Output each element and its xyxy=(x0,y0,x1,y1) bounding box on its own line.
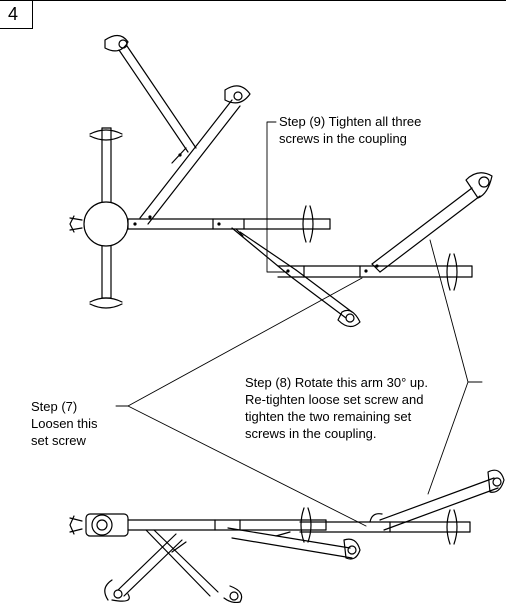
top-border xyxy=(0,0,506,1)
upper-arm xyxy=(104,34,251,225)
step8-callout: Step (8) Rotate this arm 30° up. Re-tigh… xyxy=(245,375,428,441)
main-arm xyxy=(127,205,331,243)
bottom-hub xyxy=(69,513,129,537)
right-arm xyxy=(277,253,473,291)
step-number: 4 xyxy=(8,4,19,24)
rotated-arm xyxy=(371,172,493,273)
step7-callout: Step (7) Loosen this set screw xyxy=(31,399,98,448)
bottom-rotated-arm xyxy=(369,469,505,531)
top-assembly xyxy=(69,34,493,328)
bottom-main-arm xyxy=(127,507,327,543)
hub-circle xyxy=(83,201,129,247)
step9-callout: Step (9) Tighten all three screws in the… xyxy=(279,114,422,146)
step-number-box: 4 xyxy=(0,0,33,29)
hub-screw xyxy=(69,215,83,233)
bottom-lower-arms xyxy=(104,529,243,603)
bottom-assembly xyxy=(69,469,505,603)
bottom-branch-arm xyxy=(227,527,361,560)
bottom-right-arm xyxy=(299,509,471,545)
leader-lines xyxy=(115,121,483,527)
